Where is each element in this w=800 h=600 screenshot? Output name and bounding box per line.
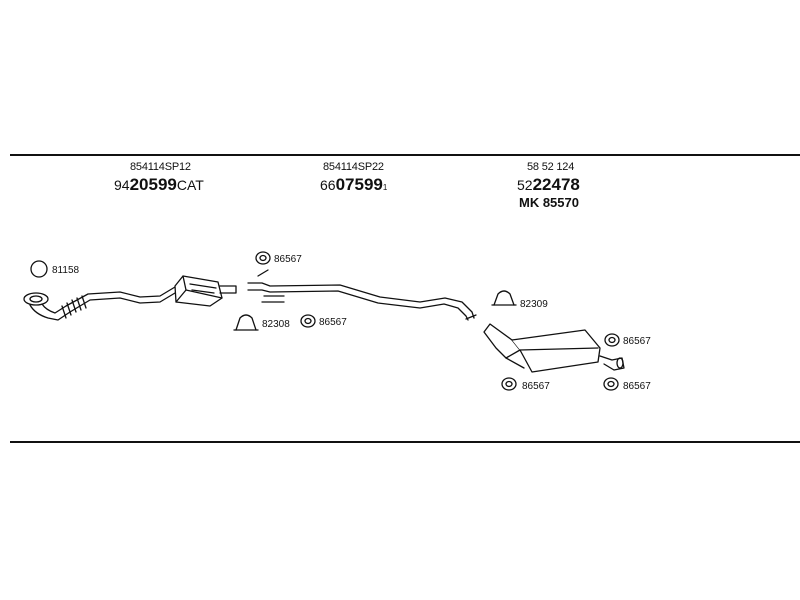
rubber-mount-icon — [255, 251, 271, 265]
part-label-82308: 82308 — [262, 319, 290, 330]
part-label-81158: 81158 — [52, 265, 80, 276]
rubber-mount-icon — [501, 377, 517, 391]
rear-silencer-drawing — [483, 323, 625, 373]
top-divider-line — [10, 154, 800, 156]
part-label-86567: 86567 — [522, 381, 550, 392]
clamp-icon — [491, 290, 517, 306]
part-label-86567: 86567 — [623, 336, 651, 347]
bottom-divider-line — [10, 441, 800, 443]
part-label-86567: 86567 — [319, 317, 347, 328]
middle-pipe-drawing — [247, 269, 477, 321]
rubber-mount-icon — [300, 314, 316, 328]
part-label-86567: 86567 — [274, 254, 302, 265]
part-label-82309: 82309 — [520, 299, 548, 310]
sealing-ring-icon — [30, 260, 48, 278]
group3-reference: 58 52 124 — [527, 161, 575, 173]
part-label-86567: 86567 — [623, 381, 651, 392]
catalytic-converter-drawing — [174, 275, 237, 307]
group3-kit-number: MK 85570 — [519, 195, 579, 210]
rubber-mount-icon — [604, 333, 620, 347]
group1-reference: 854114SP12 — [130, 161, 191, 173]
clamp-icon — [233, 314, 259, 331]
front-pipe-drawing — [23, 286, 176, 321]
group2-reference: 854114SP22 — [323, 161, 384, 173]
rubber-mount-icon — [603, 377, 619, 391]
